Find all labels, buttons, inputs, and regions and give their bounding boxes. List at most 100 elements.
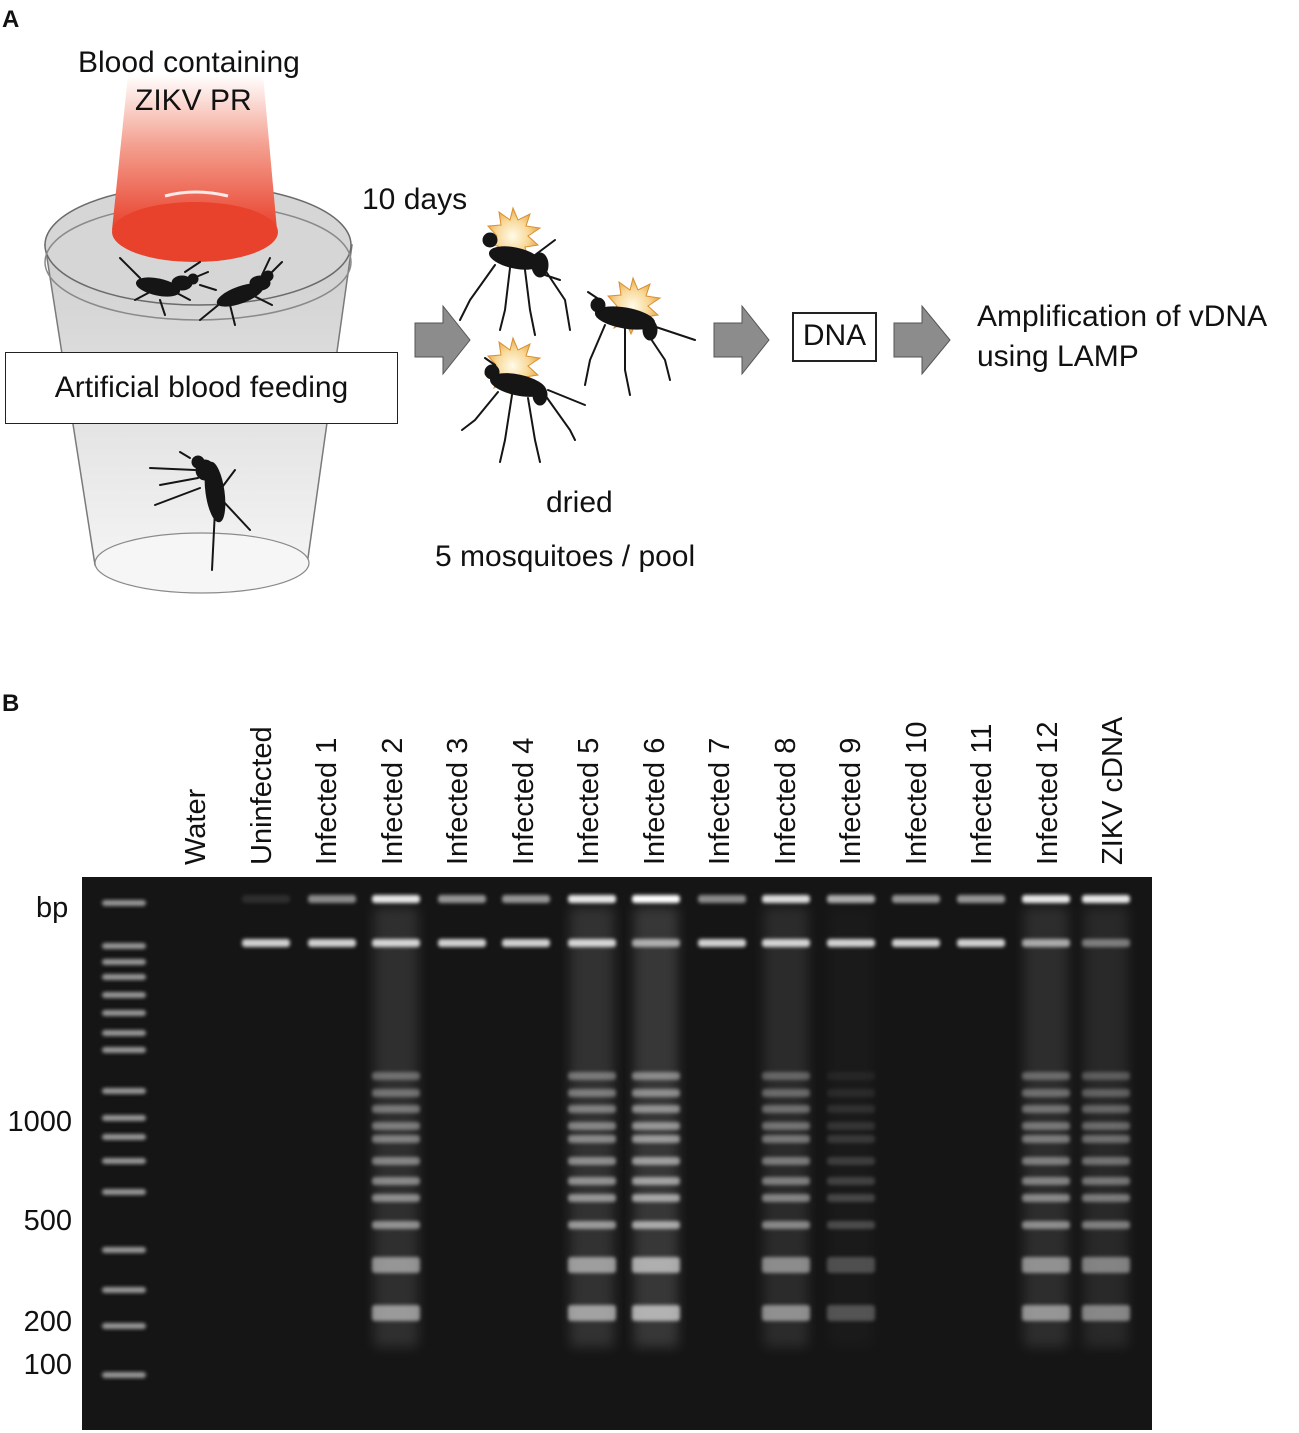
infected-mosquito-icon	[584, 276, 696, 396]
dna-label: DNA	[802, 319, 867, 352]
gel-band	[957, 939, 1005, 947]
ladder-band	[102, 1047, 146, 1053]
gel-band	[1022, 1257, 1070, 1273]
gel-band	[632, 1257, 680, 1273]
gel-band	[502, 939, 550, 947]
gel-band	[1082, 1257, 1130, 1273]
gel-band	[827, 1135, 875, 1143]
ladder-band	[102, 1372, 146, 1378]
ladder-band	[102, 959, 146, 965]
gel-band	[632, 1157, 680, 1165]
gel-band	[568, 1305, 616, 1321]
gel-band	[372, 1072, 420, 1080]
ladder-band	[102, 1088, 146, 1094]
gel-band	[762, 1157, 810, 1165]
feeding-label: Artificial blood feeding	[54, 371, 349, 404]
gel-band	[632, 895, 680, 903]
lane-label: Infected 10	[900, 721, 933, 866]
gel-band	[762, 1135, 810, 1143]
lane-label: ZIKV cDNA	[1097, 716, 1129, 865]
ladder-band	[102, 1247, 146, 1253]
infected-mosquito-icon	[459, 206, 571, 336]
gel-band	[568, 1122, 616, 1130]
gel-band	[1082, 1177, 1130, 1185]
gel-band	[568, 1257, 616, 1273]
gel-band	[502, 895, 550, 903]
gel-image	[82, 877, 1152, 1430]
gel-band	[632, 1105, 680, 1113]
gel-band	[762, 1257, 810, 1273]
gel-band	[827, 1194, 875, 1202]
gel-band	[1082, 1221, 1130, 1229]
ladder-band	[102, 1030, 146, 1036]
gel-band	[957, 895, 1005, 903]
gel-band	[827, 1122, 875, 1130]
gel-band	[308, 939, 356, 947]
lane-label: Infected 8	[769, 737, 802, 865]
infected-mosquito-icon	[461, 336, 586, 463]
gel-band	[1022, 1157, 1070, 1165]
mosquito-icon	[199, 257, 283, 326]
blood-label-line1: Blood containing	[78, 46, 300, 79]
lane-label: Infected 2	[376, 737, 409, 865]
gel-band	[1022, 1221, 1070, 1229]
lane-label: Uninfected	[245, 726, 278, 865]
gel-band	[827, 1177, 875, 1185]
gel-band	[1022, 1072, 1070, 1080]
gel-band	[632, 1089, 680, 1097]
days-label: 10 days	[362, 183, 468, 216]
gel-band	[632, 1072, 680, 1080]
gel-band	[372, 1135, 420, 1143]
gel-band	[1082, 1135, 1130, 1143]
lane-label: Infected 7	[704, 737, 736, 865]
mosquito-icon	[149, 451, 251, 571]
gel-band	[762, 1177, 810, 1185]
gel-band	[568, 1177, 616, 1185]
dried-label: dried	[546, 486, 613, 519]
lane-label: Water	[180, 788, 212, 865]
gel-band	[1022, 1194, 1070, 1202]
lane-label: Infected 4	[507, 737, 540, 865]
gel-band	[762, 1194, 810, 1202]
gel-band	[827, 1072, 875, 1080]
gel-band	[827, 1221, 875, 1229]
gel-band	[1082, 1089, 1130, 1097]
panel-a-illustration	[44, 75, 951, 594]
gel-band	[1022, 1122, 1070, 1130]
gel-band	[438, 895, 486, 903]
gel-band	[827, 1305, 875, 1321]
gel-band	[372, 1157, 420, 1165]
gel-band	[568, 1089, 616, 1097]
gel-band	[438, 939, 486, 947]
lane-label: Infected 3	[442, 737, 474, 865]
amp-label-line1: Amplification of vDNA	[977, 300, 1268, 333]
gel-band	[827, 1105, 875, 1113]
gel-band	[827, 1257, 875, 1273]
gel-band	[827, 1089, 875, 1097]
gel-band	[762, 1122, 810, 1130]
ladder-band	[102, 1115, 146, 1121]
gel-band	[568, 1221, 616, 1229]
gel-band	[1082, 895, 1130, 903]
arrow-icon	[713, 304, 770, 376]
lane-label: Infected 1	[311, 737, 343, 865]
bp-unit-label: bp	[36, 892, 69, 924]
gel-band	[372, 1122, 420, 1130]
gel-band	[568, 1194, 616, 1202]
gel-band	[568, 1072, 616, 1080]
gel-band	[1022, 895, 1070, 903]
ladder-band	[102, 1158, 146, 1164]
gel-band	[698, 939, 746, 947]
gel-band	[372, 1105, 420, 1113]
ladder-band	[102, 1134, 146, 1140]
gel-band	[568, 1105, 616, 1113]
gel-band	[632, 1177, 680, 1185]
gel-band	[568, 1135, 616, 1143]
gel-band	[1082, 1105, 1130, 1113]
gel-band	[632, 1305, 680, 1321]
arrow-icon	[414, 304, 471, 376]
ladder-band	[102, 1189, 146, 1195]
gel-band	[827, 895, 875, 903]
gel-band	[308, 895, 356, 903]
dna-box	[792, 312, 877, 362]
